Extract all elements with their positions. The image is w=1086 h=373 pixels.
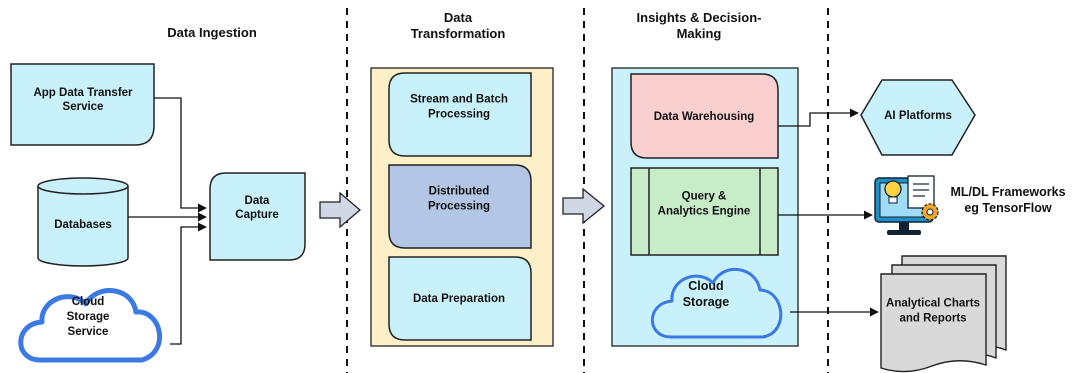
block-arrow-icon-2 [562,187,606,225]
label-line: Service [68,326,109,338]
label-line: Capture [235,209,278,221]
label-line: Service [63,101,104,113]
label-line: Processing [428,201,490,213]
label-line: Making [677,26,722,41]
label-line: Data Preparation [413,293,505,305]
data-preparation-label: Data Preparation [413,293,505,305]
ml-frameworks-label: ML/DL Frameworks eg TensorFlow [950,185,1065,215]
label-line: Processing [428,109,490,121]
label-line: Data Ingestion [167,25,257,40]
label-line: and Reports [899,313,966,325]
computer-monitor-lightbulb-gear-icon [874,175,939,235]
ai-platforms-label: AI Platforms [884,110,952,122]
header-data-ingestion: Data Ingestion [167,25,257,40]
connector-cloud-to-capture [170,222,207,345]
analytical-charts-reports-label: Analytical Charts and Reports [886,298,980,325]
label-line: Transformation [411,26,506,41]
query-analytics-engine-node: Query & Analytics Engine [630,167,779,256]
label-line: Storage [67,311,110,323]
label-line: ML/DL Frameworks [950,185,1065,199]
label-line: Analytics Engine [658,206,751,218]
label-line: eg TensorFlow [964,201,1052,215]
label-line: Insights & Decision- [637,10,762,25]
label-line: Cloud [72,296,105,308]
label-line: Storage [683,295,730,309]
label-line: Analytical Charts [886,298,980,310]
cloud-icon [650,267,783,339]
label-line: Query & [682,191,727,203]
header-insights-decision-making: Insights & Decision-Making [637,10,762,41]
data-warehousing-node: Data Warehousing [630,73,779,159]
databases-node: Databases [37,177,129,267]
ai-platforms-node: AI Platforms [860,79,976,156]
block-arrow-icon-1 [319,191,362,229]
ml-frameworks-node: ML/DL Frameworks eg TensorFlow [874,175,1066,235]
label-line: App Data Transfer [33,87,133,99]
data-warehousing-label: Data Warehousing [654,111,755,123]
label-line: AI Platforms [884,110,952,122]
label-line: Stream and Batch [410,94,508,106]
label-line: Cloud [688,279,723,293]
analytical-charts-reports-node: Analytical Charts and Reports [880,255,1007,373]
label-line: Data Warehousing [654,111,755,123]
label-line: Databases [54,219,112,231]
label-line: Data [245,195,271,207]
cloud-icon [18,288,162,363]
query-analytics-engine-label: Query & Analytics Engine [658,191,751,218]
databases-label: Databases [54,219,112,231]
connector-app-to-capture [154,97,207,213]
label-line: Distributed [429,186,490,198]
label-line: Data [444,10,473,25]
connector-warehousing-to-ai [778,108,859,127]
data-preparation-node: Data Preparation [388,256,532,341]
